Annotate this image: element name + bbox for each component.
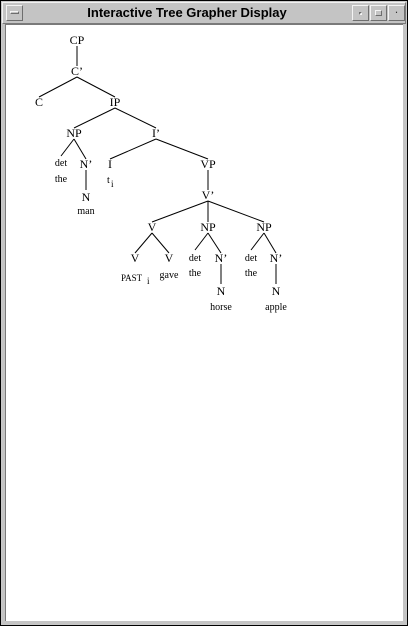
- minimize-button[interactable]: [352, 5, 369, 21]
- node-v-gave: V: [165, 251, 174, 265]
- edge-vbar-np2: [207, 200, 265, 223]
- node-ibar: I’: [152, 126, 160, 140]
- title-bar[interactable]: Interactive Tree Grapher Display ·: [2, 2, 406, 24]
- window-menu-icon: [10, 11, 19, 14]
- past-index: i: [147, 276, 150, 286]
- window-frame: CP C’ C IP NP det the N’ N man I’ I t i …: [2, 24, 406, 624]
- edge-ip-np: [73, 107, 116, 129]
- node-i: I: [108, 157, 112, 171]
- node-n-subject: N: [82, 190, 91, 204]
- edge-np1-det: [194, 232, 209, 251]
- window-menu-button[interactable]: [6, 5, 23, 21]
- edge-np1-nbar: [207, 232, 222, 254]
- edge-ibar-i: [109, 138, 157, 160]
- minimize-icon: [359, 12, 362, 15]
- word-the-subject: the: [55, 174, 68, 185]
- node-det-subject: det: [55, 158, 67, 169]
- tree-edges: [38, 46, 277, 284]
- syntax-tree: CP C’ C IP NP det the N’ N man I’ I t i …: [35, 33, 287, 313]
- node-nbar-object2: N’: [270, 251, 283, 265]
- node-v-complex: V: [148, 220, 157, 234]
- word-apple: apple: [265, 302, 287, 313]
- edge-ip-ibar: [114, 107, 157, 129]
- node-vp: VP: [200, 157, 216, 171]
- node-nbar-object1: N’: [215, 251, 228, 265]
- node-np-object1: NP: [200, 220, 216, 234]
- trace-index: i: [111, 179, 114, 189]
- node-vbar: V’: [202, 188, 215, 202]
- maximize-button[interactable]: [370, 5, 387, 21]
- edge-np-nbar: [73, 138, 87, 160]
- edge-np-det: [60, 138, 75, 157]
- word-the-object1: the: [189, 268, 202, 279]
- node-np-subject: NP: [66, 126, 82, 140]
- edge-np2-det: [250, 232, 265, 251]
- close-button[interactable]: ·: [388, 5, 405, 21]
- window-title: Interactive Tree Grapher Display: [87, 5, 287, 20]
- edge-vbar-v: [151, 200, 209, 223]
- word-man: man: [77, 206, 94, 217]
- node-det-object1: det: [189, 253, 201, 264]
- edge-cbar-ip: [76, 76, 116, 98]
- node-nbar-subject: N’: [80, 157, 93, 171]
- word-horse: horse: [210, 302, 232, 313]
- node-c: C: [35, 95, 43, 109]
- edge-ibar-vp: [155, 138, 209, 160]
- node-n-object2: N: [272, 284, 281, 298]
- word-trace: t: [107, 175, 110, 186]
- node-v-past: V: [131, 251, 140, 265]
- close-icon: ·: [394, 6, 399, 19]
- edge-cbar-c: [38, 76, 78, 98]
- node-n-object1: N: [217, 284, 226, 298]
- node-cbar: C’: [71, 64, 83, 78]
- node-ip: IP: [110, 95, 121, 109]
- edge-np2-nbar: [263, 232, 277, 254]
- node-cp: CP: [70, 33, 85, 47]
- word-gave: gave: [160, 270, 179, 281]
- word-the-object2: the: [245, 268, 258, 279]
- edge-v-vpast: [134, 232, 153, 254]
- node-np-object2: NP: [256, 220, 272, 234]
- word-past: PAST: [121, 273, 143, 283]
- tree-canvas[interactable]: CP C’ C IP NP det the N’ N man I’ I t i …: [5, 24, 403, 621]
- node-det-object2: det: [245, 253, 257, 264]
- edge-v-vgave: [151, 232, 170, 254]
- maximize-icon: [375, 10, 382, 16]
